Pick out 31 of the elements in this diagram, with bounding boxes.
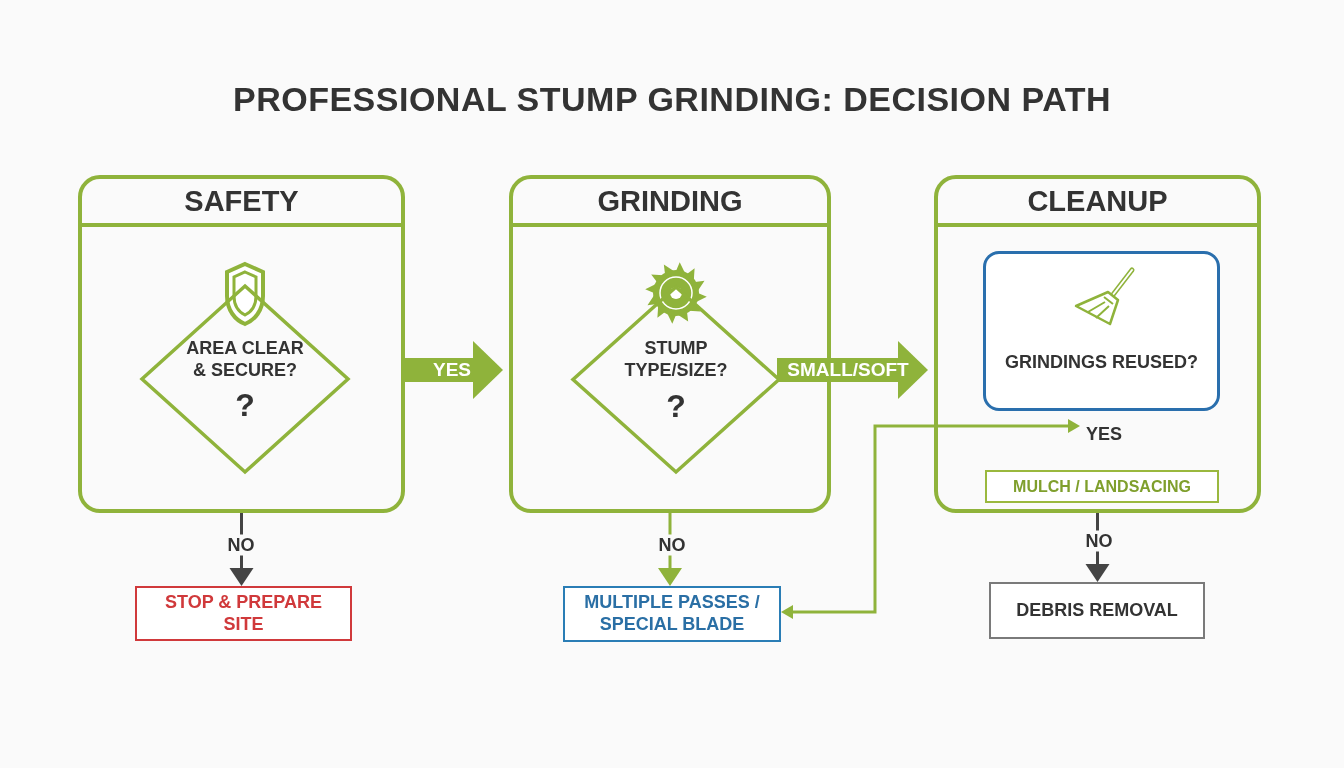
outcome-box [563, 586, 781, 642]
edge-label: NO [225, 534, 257, 556]
decision-box [983, 251, 1220, 411]
box-text: MULCH / LANDSACING [1013, 476, 1191, 497]
outcome-box [985, 470, 1219, 503]
edge-label: NO [1083, 530, 1115, 552]
decision-question: AREA CLEAR & SECURE? [185, 337, 305, 382]
edge-label: NO [656, 534, 688, 556]
panel-heading: GRINDING [597, 184, 743, 218]
box-text: GRINDINGS REUSED? [1005, 352, 1198, 374]
decision-question: STUMP TYPE/SIZE? [623, 338, 729, 382]
question-mark: ? [666, 387, 686, 425]
branch-label: YES [1084, 422, 1124, 448]
box-text: MULTIPLE PASSES / SPECIAL BLADE [583, 592, 761, 636]
edge-label: YES [432, 359, 472, 381]
decision-diamond [571, 285, 781, 474]
outcome-box [989, 582, 1205, 639]
panel-heading: SAFETY [184, 184, 299, 218]
box-text: DEBRIS REMOVAL [1016, 599, 1178, 622]
block-arrow [405, 341, 503, 399]
box-text: STOP & PREPARE SITE [163, 591, 323, 636]
block-arrow [777, 341, 928, 399]
arrow [781, 419, 1080, 619]
edge-label: SMALL/SOFT [786, 359, 910, 381]
decision-diamond [140, 284, 350, 474]
stage-panel [78, 175, 405, 513]
stage-panel [934, 175, 1261, 513]
question-mark: ? [235, 387, 255, 425]
outcome-box [135, 586, 352, 641]
diagram-title: PROFESSIONAL STUMP GRINDING: DECISION PATH [233, 80, 1111, 119]
panel-heading: CLEANUP [1027, 184, 1168, 218]
